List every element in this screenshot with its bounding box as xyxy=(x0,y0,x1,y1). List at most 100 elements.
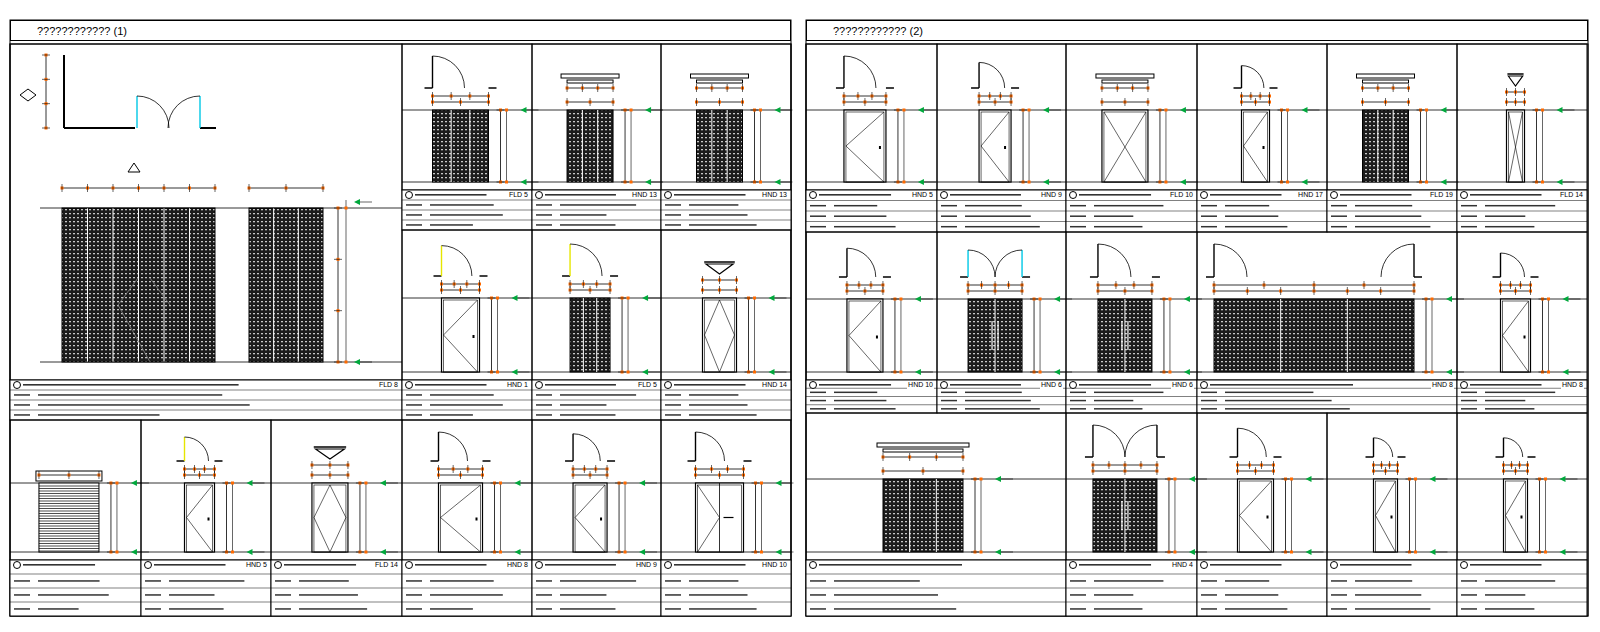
schedule-cell xyxy=(1066,232,1197,380)
caption-text-stroke xyxy=(1355,594,1421,596)
dimension-line xyxy=(1409,479,1410,552)
dimension-ext xyxy=(864,287,865,295)
dimension-ext xyxy=(1500,281,1501,289)
dimension-tick xyxy=(627,297,630,300)
level-line xyxy=(775,372,787,373)
level-marker xyxy=(769,369,775,375)
dimension-ext xyxy=(590,286,591,294)
door-swing-arc xyxy=(442,246,472,276)
dimension-line xyxy=(1420,110,1421,182)
door-leaf xyxy=(1097,244,1098,277)
wall-plan xyxy=(744,460,752,462)
content-frame xyxy=(806,44,1588,616)
caption-text-stroke xyxy=(560,224,615,226)
door-swing-arc xyxy=(968,250,995,277)
dimension-ext xyxy=(702,276,703,284)
dimension-tick xyxy=(1286,181,1289,184)
swing-indicator xyxy=(444,335,478,372)
panel-joint xyxy=(113,208,114,362)
shutter-slat xyxy=(39,496,99,497)
caption-text-stroke xyxy=(430,224,473,226)
dimension-ext xyxy=(1385,98,1386,106)
dimension-ext xyxy=(618,372,626,373)
sliding-leaf xyxy=(567,80,613,83)
dimension-ext xyxy=(286,184,287,192)
schedule-cell xyxy=(661,230,791,380)
dimension-ext xyxy=(466,280,467,288)
dimension-ext xyxy=(995,98,996,106)
level-marker xyxy=(645,107,651,113)
caption-text-stroke xyxy=(145,580,161,582)
level-marker xyxy=(775,179,781,185)
door-tag: HND 17 xyxy=(1297,191,1324,199)
caption-text-stroke xyxy=(834,400,886,402)
dimension-ext xyxy=(909,453,910,461)
dimension-ext xyxy=(989,92,990,100)
level-line xyxy=(921,372,933,373)
caption-text-stroke xyxy=(941,215,957,217)
caption-text-stroke xyxy=(834,392,877,394)
dimension-ext xyxy=(736,276,737,284)
dimension-ext xyxy=(870,281,871,289)
level-marker xyxy=(131,480,137,486)
dimension-ext xyxy=(107,552,115,553)
caption-text-stroke xyxy=(545,384,616,386)
dimension-tick xyxy=(1290,478,1293,481)
caption-text-stroke xyxy=(674,194,746,196)
fixed-indicator xyxy=(1104,112,1146,182)
dimension-ext xyxy=(460,98,461,106)
sliding-track xyxy=(1357,74,1415,78)
caption-text-stroke xyxy=(406,414,422,416)
dimension-ext xyxy=(752,483,760,484)
caption-rule xyxy=(402,574,532,575)
door-tag: HND 14 xyxy=(761,381,788,389)
level-marker xyxy=(1446,296,1452,302)
swing-indicator xyxy=(187,485,213,518)
level-marker xyxy=(918,179,924,185)
dimension-line xyxy=(754,110,755,182)
door-swing-arc xyxy=(995,250,1022,277)
dimension-ext xyxy=(618,298,626,299)
caption-text-stroke xyxy=(1070,392,1086,394)
caption-symbol xyxy=(810,382,817,389)
level-line xyxy=(1001,552,1013,553)
caption-text-stroke xyxy=(536,224,552,226)
caption-band xyxy=(10,380,402,420)
pivot-plan xyxy=(1508,76,1522,86)
wall-plan xyxy=(565,460,573,462)
shutter-slat xyxy=(39,493,99,494)
dimension-ext xyxy=(891,372,899,373)
caption-text-stroke xyxy=(275,608,291,610)
dimension-line xyxy=(628,298,629,372)
dimension-line xyxy=(1426,110,1427,182)
door-swing-arc xyxy=(1125,425,1157,457)
caption-text-stroke xyxy=(560,404,606,406)
caption-text-stroke xyxy=(665,594,681,596)
caption-text-stroke xyxy=(1201,400,1217,402)
panel-joint xyxy=(936,479,937,552)
perforated-door xyxy=(968,299,1022,372)
caption-text-stroke xyxy=(950,194,1021,196)
door-swing-arc xyxy=(439,432,468,461)
dimension-ext xyxy=(719,286,720,294)
door-leaf-outline xyxy=(1506,481,1526,552)
caption-rule xyxy=(1197,200,1327,201)
caption-text-stroke xyxy=(1201,580,1217,582)
dimension-tick xyxy=(1290,551,1293,554)
dimension-ext xyxy=(621,110,629,111)
door-swing-arc xyxy=(168,96,200,128)
level-marker xyxy=(918,107,924,113)
caption-rule xyxy=(806,200,937,201)
caption-rule xyxy=(10,400,402,401)
level-line xyxy=(1049,110,1061,111)
caption-text-stroke xyxy=(1485,608,1534,610)
dimension-ext xyxy=(695,465,696,473)
pivot-indicator xyxy=(330,485,346,518)
caption-text-stroke xyxy=(145,608,161,610)
caption-text-stroke xyxy=(545,564,616,566)
door-frame xyxy=(442,298,480,372)
caption-symbol xyxy=(1201,382,1208,389)
fixed-indicator xyxy=(1509,112,1523,182)
level-line xyxy=(1312,552,1324,553)
dimension-line xyxy=(696,469,744,470)
